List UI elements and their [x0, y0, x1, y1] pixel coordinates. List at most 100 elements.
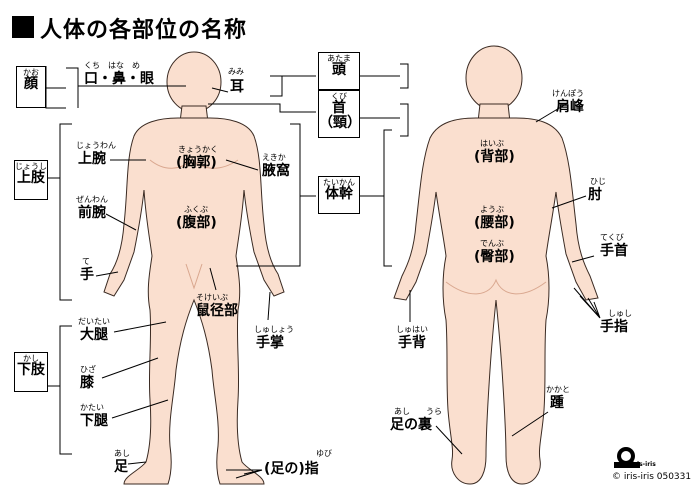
- kakato-ruby: かかと: [546, 385, 570, 394]
- shushi-label: 手指: [600, 319, 628, 335]
- category-face-label: 顔: [24, 76, 38, 92]
- back-body-figure: [393, 45, 599, 485]
- category-head-label: 頭: [332, 62, 346, 78]
- face-bracket: [45, 66, 66, 109]
- kuchi-label: 口・鼻・眼: [84, 71, 154, 87]
- yubi-ruby: ゆび: [316, 449, 332, 458]
- hiza-label: 膝: [80, 375, 94, 391]
- category-face-ruby: かお: [23, 68, 39, 77]
- category-upper-limb-label: 上肢: [17, 170, 45, 186]
- yubi-label: (足の)指: [264, 461, 319, 477]
- daitai-ruby: だいたい: [78, 317, 110, 326]
- category-lower-limb-ruby: かし: [23, 354, 39, 363]
- category-upper-limb-ruby: じょうし: [15, 162, 47, 171]
- kenpo-label: 肩峰: [556, 99, 584, 115]
- shushi-ruby: しゅし: [608, 309, 632, 318]
- logo-mark: [614, 447, 640, 468]
- mimi-ruby: みみ: [228, 67, 244, 76]
- category-neck-label-alt: （頸）: [319, 115, 361, 132]
- hiji-label: 肘: [588, 187, 602, 203]
- ashinoura-ruby: あし うら: [394, 407, 442, 416]
- category-trunk: たいかん 体幹: [318, 176, 360, 214]
- copyright: © iris-iris 050331: [612, 472, 691, 482]
- page-title: 人体の各部位の名称: [40, 18, 248, 43]
- shuhai-label: 手背: [398, 335, 426, 351]
- sokeibu-leader: [209, 267, 217, 291]
- daitai-label: 大腿: [80, 327, 108, 343]
- trunk-bracket-left: [290, 123, 301, 267]
- zenwan-leader: [105, 213, 137, 231]
- kenpo-leader: [535, 103, 567, 123]
- te-label: 手: [80, 267, 94, 283]
- leader-lines: [45, 63, 601, 479]
- denbu-ruby: でんぶ: [480, 239, 504, 248]
- lower-limb-bracket: [59, 325, 72, 455]
- ekika-ruby: えきか: [262, 153, 286, 162]
- ashinoura-label: 足の裏: [390, 417, 432, 433]
- zenwan-ruby: ぜんわん: [76, 195, 108, 204]
- category-neck: くび 首 （頸）: [318, 90, 361, 138]
- haibu-label: (背部): [474, 149, 515, 165]
- kakato-label: 踵: [550, 395, 564, 411]
- category-lower-limb-label: 下肢: [17, 362, 45, 378]
- head-bracket-left: [270, 75, 283, 97]
- fukubu-label: (腹部): [176, 215, 217, 231]
- kenpo-ruby: けんぽう: [552, 89, 584, 98]
- katai-ruby: かたい: [80, 403, 104, 412]
- tekubi-label: 手首: [600, 243, 628, 259]
- category-upper-limb: じょうし 上肢: [14, 160, 48, 200]
- jowan-label: 上腕: [78, 151, 106, 167]
- front-torso-limbs: [103, 117, 285, 485]
- kakato-leader: [511, 411, 549, 437]
- fukubu-ruby: ふくぶ: [184, 205, 208, 214]
- front-chest-contour: [149, 159, 239, 169]
- back-buttocks-contour: [445, 278, 547, 295]
- haibu-ruby: はいぶ: [480, 139, 504, 148]
- kyobu-label: (胸郭): [176, 155, 217, 171]
- katai-leader: [111, 399, 169, 419]
- tekubi-ruby: てくび: [600, 233, 624, 242]
- yobu-label: (腰部): [474, 215, 515, 231]
- kuchi-ruby: くち はな め: [84, 61, 140, 70]
- head-bracket-right: [360, 63, 409, 89]
- ashi-label: 足: [114, 459, 128, 475]
- ekika-leader: [225, 159, 259, 171]
- upper-limb-bracket: [59, 123, 72, 301]
- trunk-bracket-right: [360, 129, 392, 267]
- shuhai-ruby: しゅはい: [396, 325, 428, 334]
- zenwan-label: 前腕: [78, 205, 106, 221]
- category-head-ruby: あたま: [327, 54, 351, 63]
- hiji-ruby: ひじ: [590, 177, 606, 186]
- yobu-ruby: ようぶ: [480, 205, 504, 214]
- logo-text: iris-iris: [632, 461, 656, 468]
- back-head: [465, 45, 523, 111]
- shusho-leader: [267, 291, 271, 321]
- yubi-leader-3: [243, 469, 263, 475]
- front-head: [166, 51, 222, 113]
- back-torso-limbs: [393, 117, 599, 485]
- hiza-ruby: ひざ: [80, 365, 96, 374]
- mimi-label: 耳: [230, 79, 244, 95]
- sokeibu-ruby: そけいぶ: [196, 293, 228, 302]
- shushi-leaders: [573, 287, 601, 319]
- ekika-label: 腋窩: [262, 163, 290, 179]
- hiza-leader: [101, 357, 159, 379]
- mimi-leader: [211, 87, 229, 93]
- front-body-figure: [103, 51, 285, 485]
- ashi-leader: [127, 461, 147, 465]
- category-face: かお 顔: [16, 66, 46, 108]
- front-groin-contour: [185, 263, 203, 290]
- sokeibu-label: 鼠径部: [196, 303, 238, 319]
- shusho-label: 手掌: [256, 335, 284, 351]
- denbu-label: (臀部): [474, 249, 515, 265]
- neck-bracket-right: [360, 103, 409, 137]
- neck-leader-left: [208, 103, 316, 113]
- te-leader: [95, 271, 119, 277]
- shusho-ruby: しゅしょう: [254, 325, 294, 334]
- category-lower-limb: かし 下肢: [14, 352, 48, 392]
- kyobu-ruby: きょうかく: [178, 145, 218, 154]
- ashi-ruby: あし: [114, 449, 130, 458]
- category-trunk-ruby: たいかん: [323, 178, 355, 187]
